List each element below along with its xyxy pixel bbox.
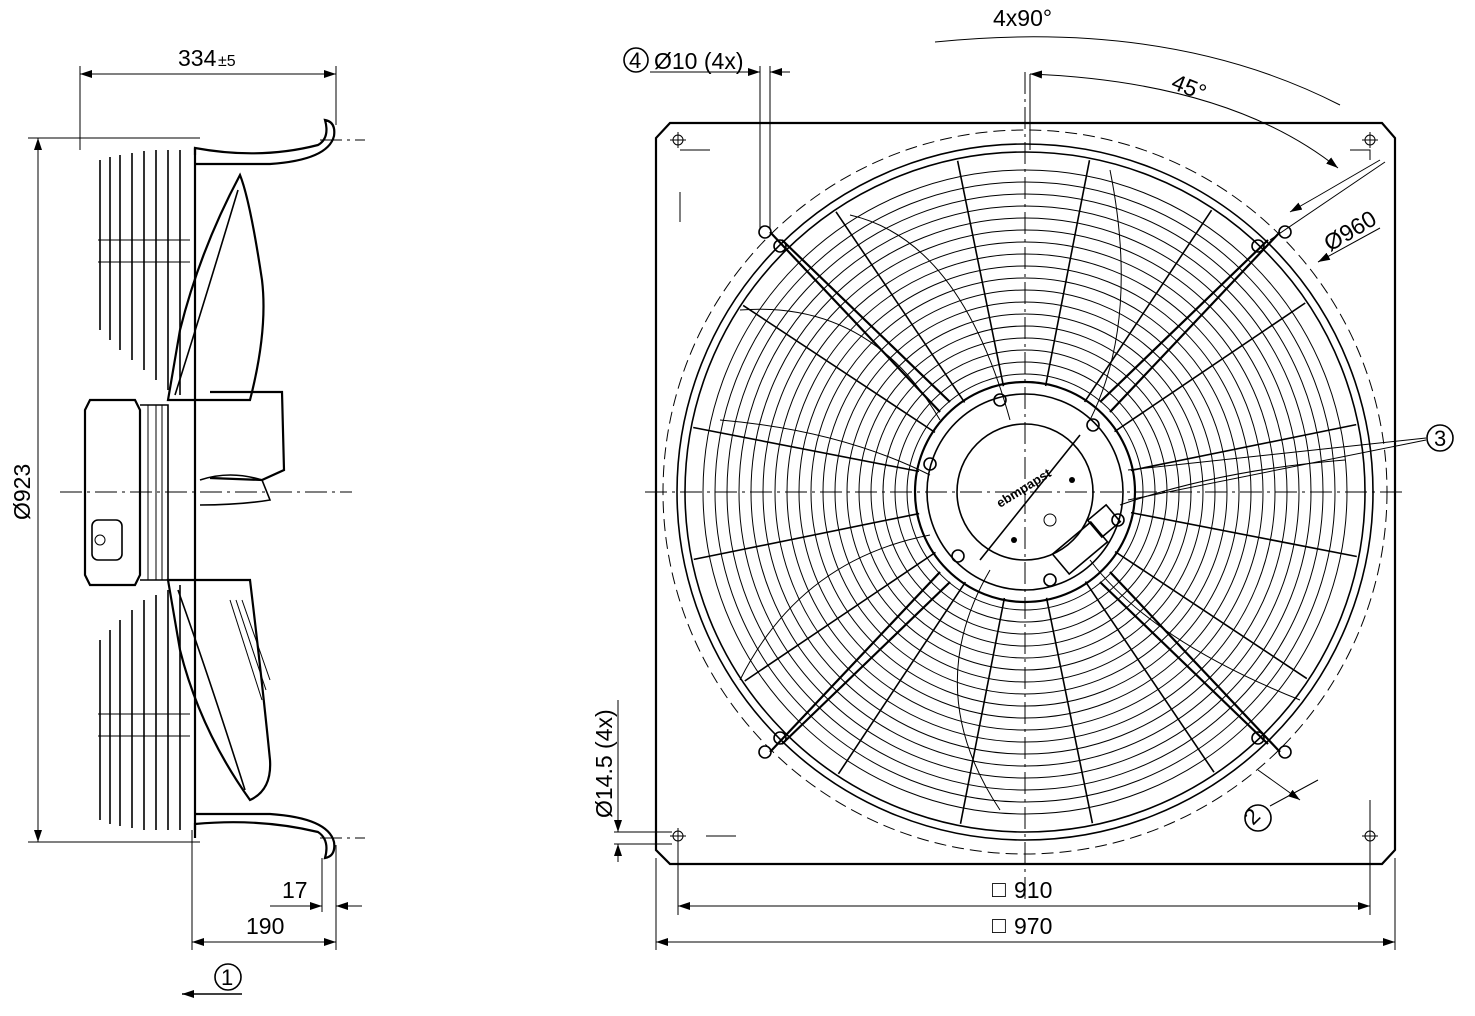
guard-ring-wire bbox=[750, 217, 1300, 767]
guard-ring-wire bbox=[834, 301, 1216, 683]
guard-ring-wire bbox=[774, 241, 1276, 743]
guard-spoke-wire bbox=[1044, 160, 1091, 387]
mounting-plate bbox=[654, 121, 1397, 866]
guard-spoke-wire bbox=[693, 426, 920, 473]
callout-3-label: 3 bbox=[1434, 426, 1446, 451]
callout-1-label: 1 bbox=[221, 965, 233, 990]
guard-spoke-wire bbox=[835, 211, 966, 403]
callout-2: 2 bbox=[1239, 769, 1319, 832]
guard-spoke-wire bbox=[959, 597, 1006, 824]
hole-diameter-dim: Ø10 (4x) bbox=[654, 48, 743, 74]
guard-ring-wire bbox=[726, 193, 1324, 791]
side-view: 334 ±5 Ø923 17 190 1 bbox=[9, 45, 365, 998]
slot-callout: Ø14.5 (4x) bbox=[591, 700, 672, 862]
guard-spoke-wire bbox=[1083, 209, 1213, 403]
square-970-dim: 970 bbox=[1014, 913, 1052, 939]
guard-ring-wire bbox=[786, 253, 1264, 731]
guard-spoke-wire bbox=[1045, 597, 1094, 824]
guard-ring-wire bbox=[714, 181, 1336, 803]
side-diameter-dim: Ø923 bbox=[9, 464, 35, 520]
guard-ring-wire bbox=[858, 325, 1192, 659]
guard-spoke-wire bbox=[742, 304, 936, 434]
guard-struts bbox=[758, 225, 1292, 759]
square-910-dim: 910 bbox=[1014, 877, 1052, 903]
airflow-callout: 1 bbox=[182, 963, 242, 998]
slot-diameter-dim: Ø14.5 (4x) bbox=[591, 709, 617, 818]
brand-mark: ebmpapst bbox=[994, 465, 1055, 511]
guard-spoke-wire bbox=[837, 581, 967, 775]
guard-spoke-wire bbox=[956, 160, 1005, 387]
hole-callout: 4 Ø10 (4x) bbox=[623, 47, 790, 228]
guard-ring-wire bbox=[762, 229, 1288, 755]
side-depth-190-dim: 190 bbox=[246, 913, 284, 939]
guard-spokes bbox=[693, 160, 1357, 824]
guard-ring-wire bbox=[810, 277, 1240, 707]
guard-spoke-wire bbox=[744, 551, 936, 682]
side-width-tolerance: ±5 bbox=[218, 53, 236, 70]
guard-spoke-wire bbox=[693, 512, 920, 561]
side-guard-wires bbox=[98, 150, 190, 830]
angle-total-dim: 4x90° bbox=[993, 5, 1052, 31]
guard-ring-wire bbox=[906, 373, 1144, 611]
guard-spoke-wire bbox=[1114, 550, 1308, 680]
guard-spoke-wire bbox=[1130, 423, 1357, 472]
guard-spoke-wire bbox=[1084, 581, 1215, 773]
ring-diameter-dim: Ø960 bbox=[1319, 205, 1381, 256]
square-970-symbol: □ bbox=[992, 912, 1006, 938]
callout-3: 3 bbox=[1127, 424, 1454, 501]
impeller-blades bbox=[719, 169, 1346, 811]
guard-ring-wire bbox=[894, 361, 1156, 623]
side-blades bbox=[166, 172, 286, 802]
guard-ring-wire bbox=[798, 265, 1252, 719]
front-view: ebmpapst 4x90° 45° Ø960 4 Ø10 (4x) bbox=[591, 5, 1454, 950]
guard-spoke-wire bbox=[1130, 511, 1357, 558]
guard-ring-wire bbox=[738, 205, 1312, 779]
guard-rings bbox=[702, 169, 1348, 815]
side-depth-17-dim: 17 bbox=[282, 877, 308, 903]
guard-ring-wire bbox=[846, 313, 1204, 671]
guard-ring-wire bbox=[822, 289, 1228, 695]
guard-ring-wire bbox=[870, 337, 1180, 647]
square-910-symbol: □ bbox=[992, 876, 1006, 902]
corner-holes bbox=[670, 132, 1378, 844]
callout-4-label: 4 bbox=[629, 48, 641, 73]
guard-ring-wire bbox=[702, 169, 1348, 815]
guard-spoke-wire bbox=[1114, 302, 1306, 433]
side-width-dim: 334 bbox=[178, 45, 217, 71]
terminal-box bbox=[1051, 503, 1122, 576]
